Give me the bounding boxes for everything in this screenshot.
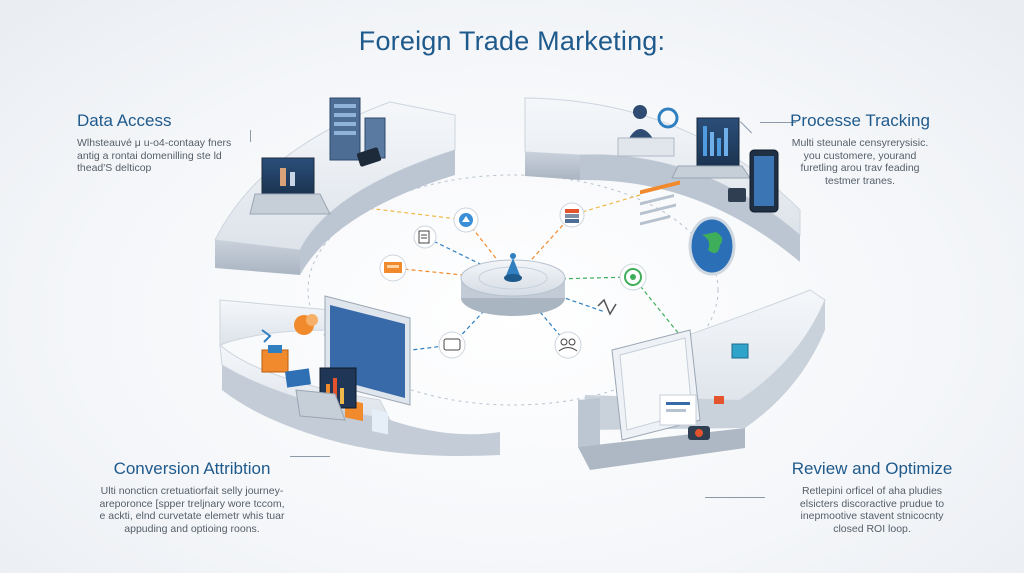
- leader-line-bl: [290, 456, 330, 457]
- leader-line-tr-h: [760, 122, 796, 123]
- stage-description: Multi steunale censyrerysisic. you custo…: [791, 137, 929, 187]
- person-desk-icon: [617, 105, 679, 157]
- satellite-shopping-cart-icon: [379, 254, 407, 282]
- gear-hub-icon: [504, 253, 522, 282]
- stage-data-access: Data Access Wlhsteauvé μ u-o4-contaay fn…: [77, 111, 297, 175]
- leader-line-tl: [250, 130, 251, 142]
- platform-conversion-attribution: [219, 295, 500, 456]
- server-tower-icon: [329, 97, 361, 161]
- central-hub: [460, 253, 566, 316]
- stage-description: Ulti noncticn cretuatiorfait selly journ…: [99, 485, 285, 535]
- satellite-server-stack-icon: [559, 202, 585, 228]
- stage-title: Conversion Attribtion: [113, 459, 271, 478]
- satellite-globe-badge-icon: [619, 263, 647, 291]
- page-title: Foreign Trade Marketing:: [358, 26, 666, 56]
- platform-review-optimize: [578, 180, 826, 470]
- stage-description: Retlepini orficel of aha pludies elsicte…: [799, 485, 945, 535]
- package-box-icon: [261, 345, 289, 373]
- satellite-document-icon: [413, 225, 437, 249]
- spark-icon: [261, 329, 272, 343]
- phone-icon: [356, 147, 382, 167]
- stage-title: Processe Tracking: [790, 111, 930, 130]
- stage-title: Review and Optimize: [791, 459, 953, 478]
- report-panel-icon: [611, 180, 701, 441]
- stage-review-optimize: Review and Optimize Retlepini orficel of…: [772, 459, 972, 535]
- laptop-icon: [249, 157, 331, 215]
- platform-process-tracking: [524, 97, 801, 276]
- satellite-tablet-icon: [438, 331, 466, 359]
- satellite-handshake-icon: [597, 298, 617, 316]
- stage-description: Wlhsteauvé μ u-o4-contaay fners antig a …: [77, 137, 232, 174]
- platform-data-access: [214, 97, 456, 275]
- cube-icon: [731, 343, 749, 359]
- analytics-monitor-icon: [671, 117, 751, 179]
- stage-process-tracking: Processe Tracking Multi steunale censyre…: [760, 111, 960, 187]
- puzzle-icon: [294, 314, 318, 335]
- leader-line-br: [705, 497, 765, 498]
- small-note-icon: [714, 396, 724, 404]
- orbit-ring: [307, 174, 719, 406]
- satellite-people-icon: [554, 331, 582, 359]
- stage-conversion-attribution: Conversion Attribtion Ulti noncticn cret…: [77, 459, 307, 535]
- stage-title: Data Access: [77, 111, 172, 130]
- small-card-icon: [285, 368, 311, 388]
- keyboard-laptop-icon: [295, 389, 346, 421]
- satellite-chart-bubble-icon: [453, 207, 479, 233]
